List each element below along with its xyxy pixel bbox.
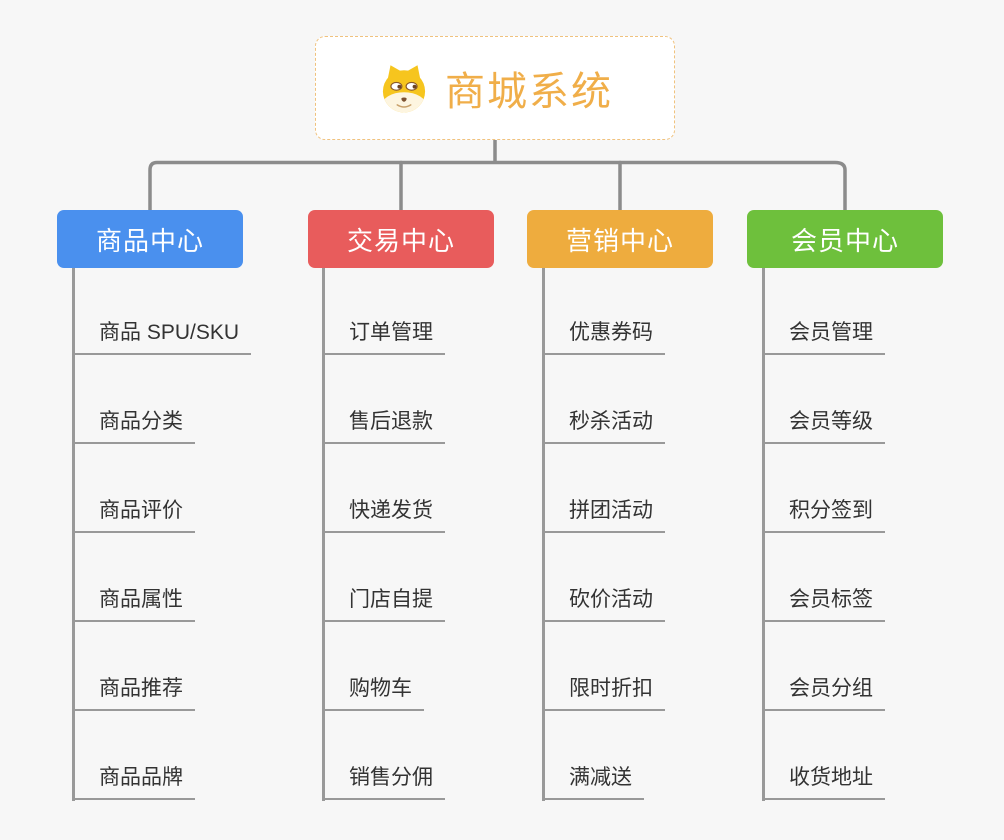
leaf-topic[interactable]: 拼团活动 (542, 496, 665, 533)
leaf-topic[interactable]: 商品 SPU/SKU (72, 318, 252, 355)
branch-node-trade-center[interactable]: 交易中心 (308, 210, 494, 268)
dog-face-icon (377, 61, 431, 115)
branch-node-product-center[interactable]: 商品中心 (57, 210, 243, 268)
leaf-topic[interactable]: 门店自提 (322, 585, 445, 622)
leaf-topic[interactable]: 优惠券码 (542, 318, 665, 355)
root-node-title: 商城系统 (445, 70, 613, 114)
leaf-topic[interactable]: 秒杀活动 (542, 407, 665, 444)
leaf-topic[interactable]: 销售分佣 (322, 763, 445, 800)
leaf-topic[interactable]: 满减送 (542, 763, 644, 800)
branch-trunk-line (762, 268, 765, 801)
leaf-topic[interactable]: 砍价活动 (542, 585, 665, 622)
leaf-topic[interactable]: 商品分类 (72, 407, 195, 444)
leaf-topic[interactable]: 订单管理 (322, 318, 445, 355)
leaf-topic[interactable]: 会员管理 (762, 318, 885, 355)
leaf-topic[interactable]: 快递发货 (322, 496, 445, 533)
branch-trunk-line (542, 268, 545, 801)
root-node-mall-system[interactable]: 商城系统 (315, 36, 675, 140)
leaf-topic[interactable]: 积分签到 (762, 496, 885, 533)
branch-trunk-line (322, 268, 325, 801)
leaf-topic[interactable]: 收货地址 (762, 763, 885, 800)
leaf-topic[interactable]: 商品品牌 (72, 763, 195, 800)
leaf-topic[interactable]: 会员分组 (762, 674, 885, 711)
leaf-topic[interactable]: 购物车 (322, 674, 424, 711)
leaf-topic[interactable]: 商品推荐 (72, 674, 195, 711)
leaf-topic[interactable]: 会员等级 (762, 407, 885, 444)
leaf-topic[interactable]: 限时折扣 (542, 674, 665, 711)
branch-node-member-center[interactable]: 会员中心 (747, 210, 943, 268)
branch-node-marketing-center[interactable]: 营销中心 (527, 210, 713, 268)
branch-trunk-line (72, 268, 75, 801)
leaf-topic[interactable]: 会员标签 (762, 585, 885, 622)
leaf-topic[interactable]: 商品属性 (72, 585, 195, 622)
leaf-topic[interactable]: 商品评价 (72, 496, 195, 533)
leaf-topic[interactable]: 售后退款 (322, 407, 445, 444)
